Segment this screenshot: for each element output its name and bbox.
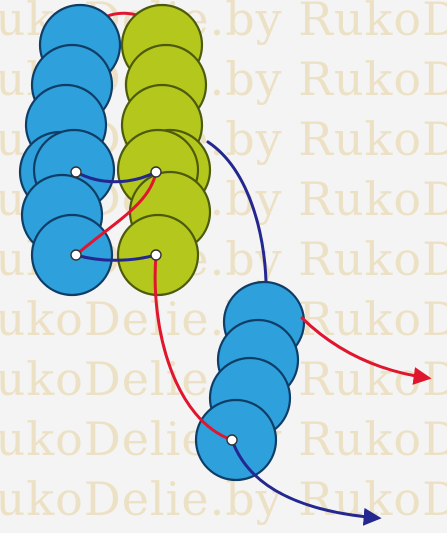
bead-hole xyxy=(71,250,81,260)
blue-thread-descending xyxy=(208,142,266,300)
bead-hole xyxy=(151,167,161,177)
green-bead-column xyxy=(118,5,210,295)
hanging-blue-bead-column xyxy=(196,282,304,480)
blue-bead-column xyxy=(20,5,120,295)
red-thread-exit-arrow xyxy=(302,318,428,378)
bead-hole xyxy=(151,250,161,260)
bead-hole xyxy=(227,435,237,445)
bead-hole xyxy=(71,167,81,177)
